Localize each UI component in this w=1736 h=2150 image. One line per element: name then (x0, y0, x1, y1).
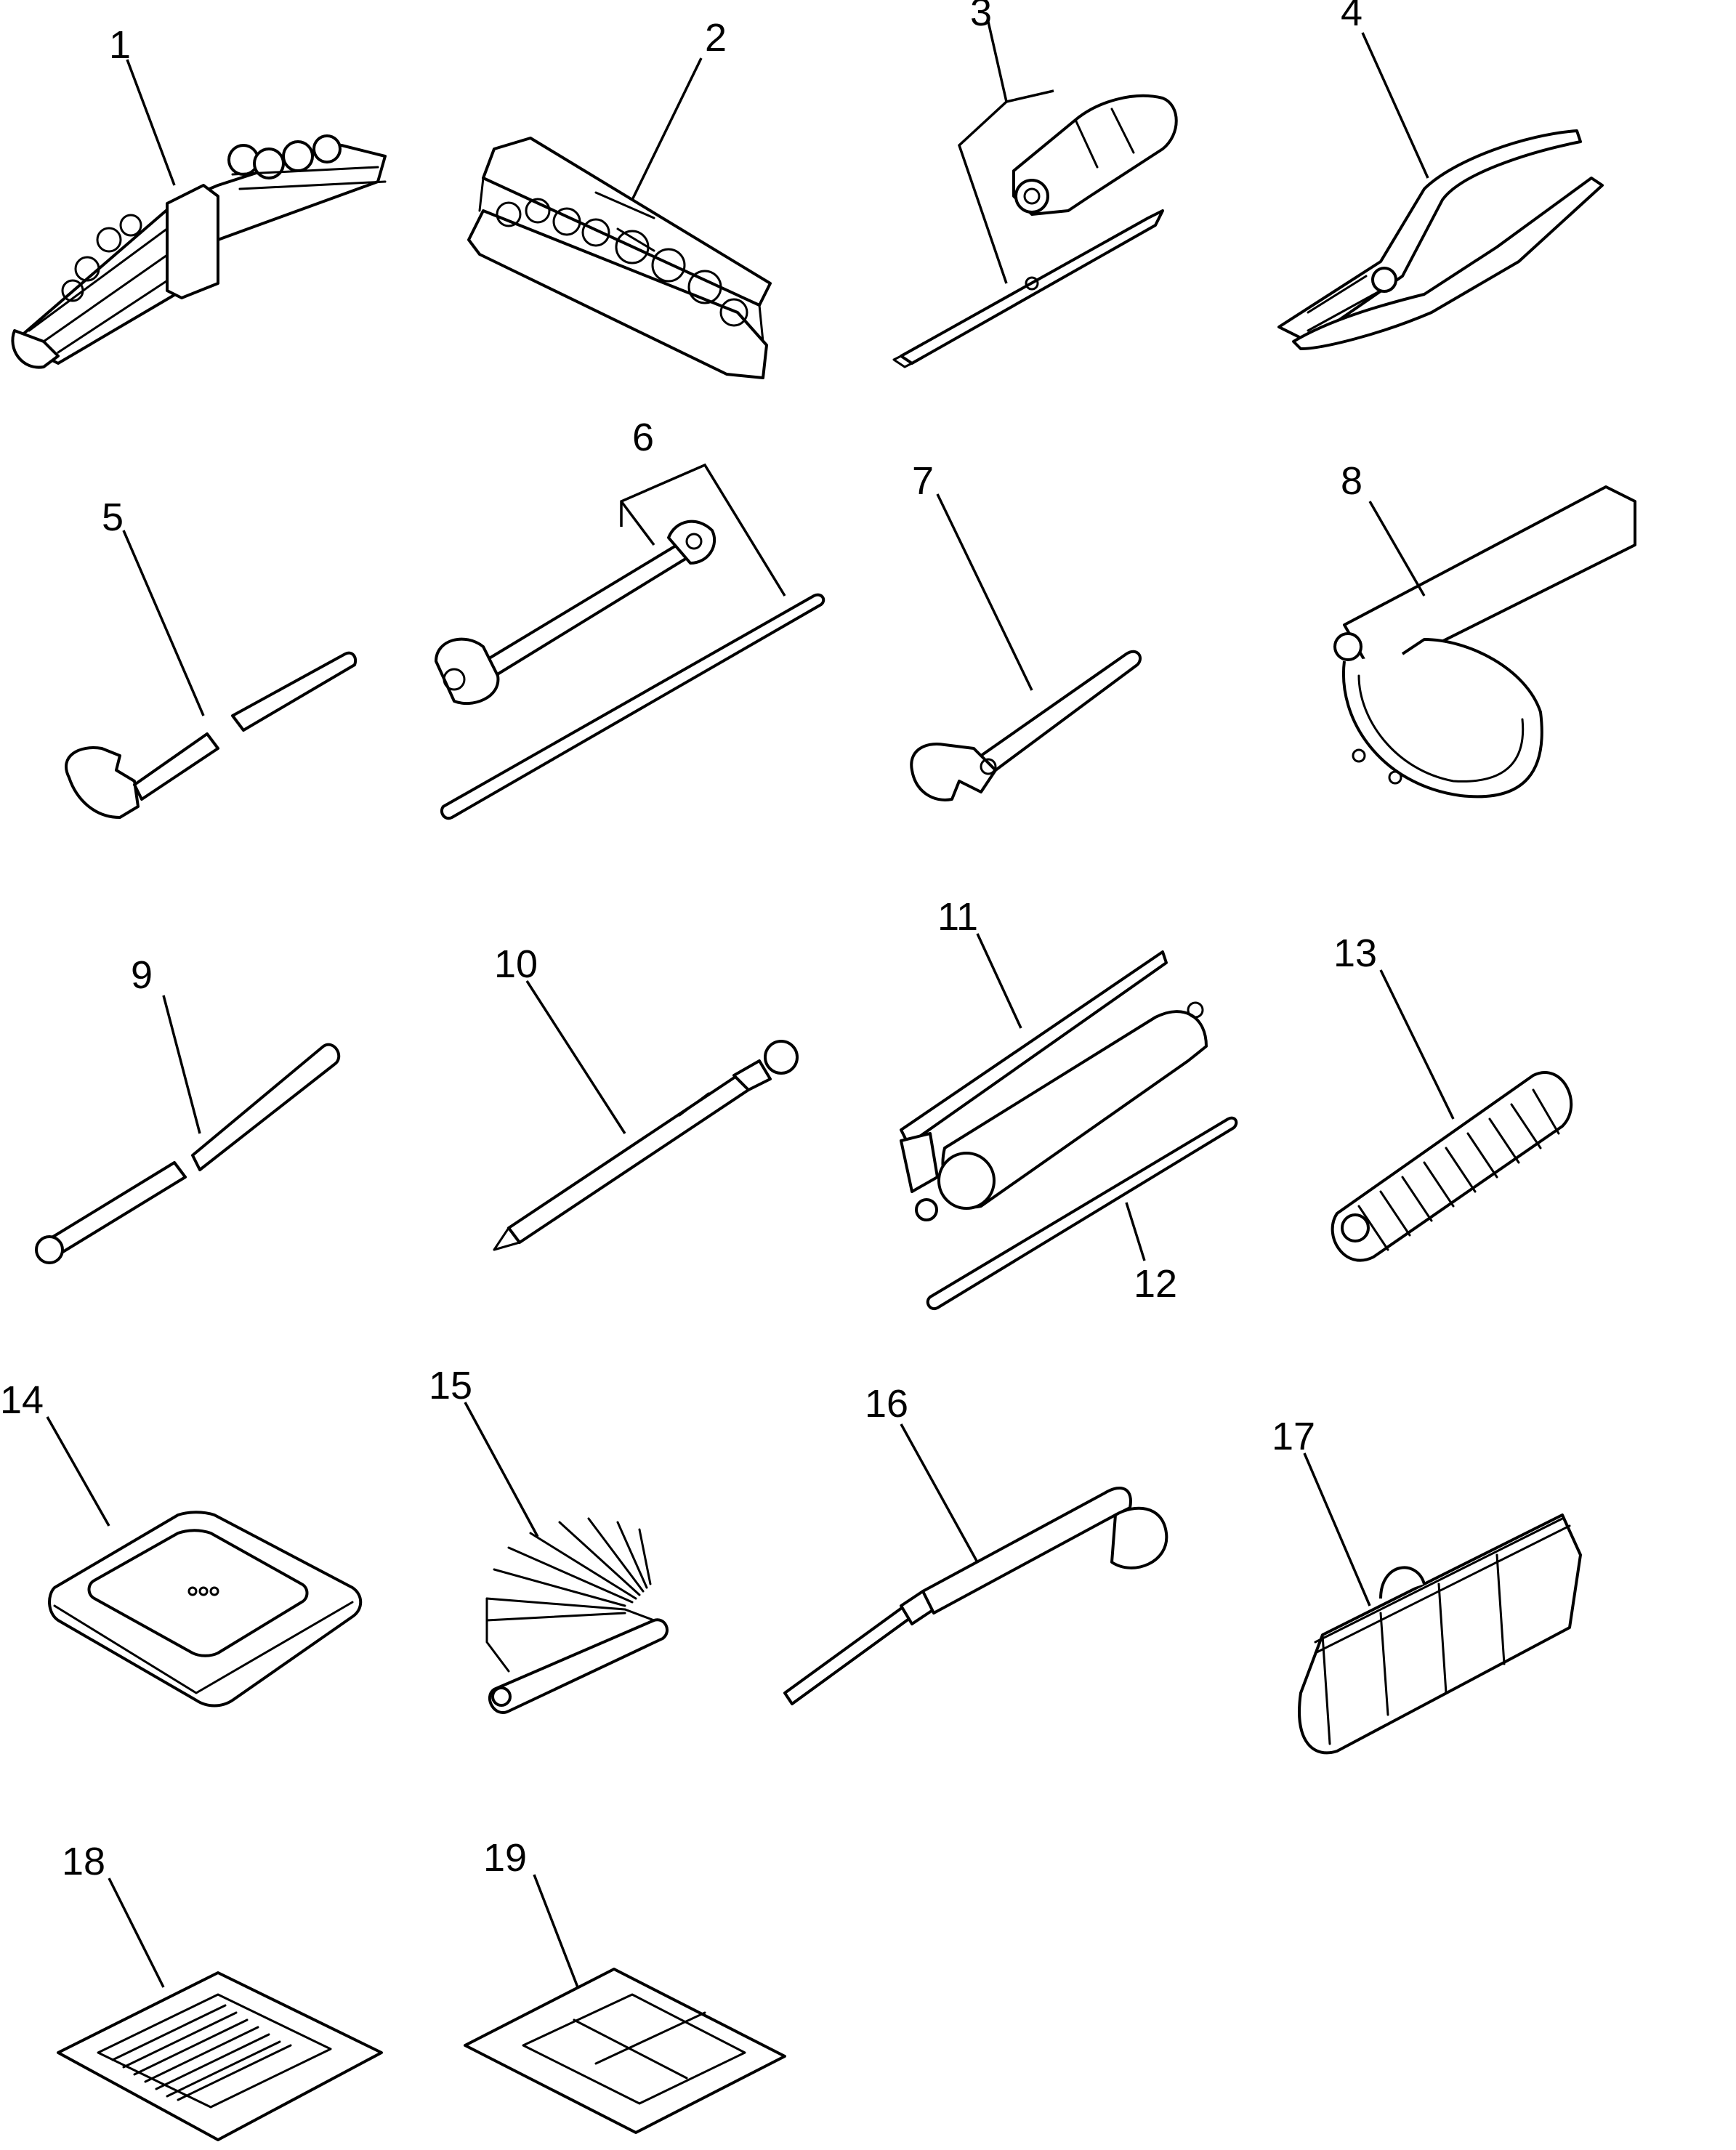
callout-19: 19 (483, 1836, 527, 1880)
ribbed-hose-drawing (1331, 1071, 1573, 1262)
leader-line-3b (1006, 89, 1054, 103)
leader-line-1 (126, 59, 176, 186)
leader-line-10 (525, 980, 626, 1134)
socket-box-drawing (467, 137, 772, 379)
leader-line-18 (108, 1878, 165, 1988)
callout-14: 14 (0, 1378, 44, 1422)
leader-line-13 (1379, 969, 1455, 1120)
feeler-gauge-drawing (485, 1517, 669, 1714)
callout-3: 3 (970, 0, 992, 34)
callout-9: 9 (131, 953, 153, 997)
leader-line-9 (162, 995, 201, 1134)
manual-sheet-drawing (57, 1971, 383, 2141)
leader-line-3 (957, 21, 1008, 284)
leader-line-2 (631, 57, 703, 201)
test-probe-drawing (783, 1486, 1168, 1705)
callout-11: 11 (937, 895, 978, 939)
leader-line-6 (620, 463, 786, 597)
callout-16: 16 (865, 1382, 908, 1426)
callout-17: 17 (1272, 1415, 1315, 1458)
leader-line-16 (900, 1423, 979, 1563)
leader-line-19 (533, 1874, 579, 1988)
leader-line-17 (1303, 1452, 1371, 1607)
grease-gun-drawing (900, 950, 1238, 1311)
adjustable-wrench-drawing (910, 650, 1142, 801)
leader-line-11 (976, 933, 1022, 1029)
tool-roll-drawing (1298, 1514, 1582, 1755)
callout-5: 5 (102, 496, 124, 539)
leader-line-15 (464, 1402, 539, 1537)
callout-1: 1 (109, 23, 131, 67)
screwdriver-drawing (892, 94, 1178, 368)
leader-line-6b (620, 500, 655, 546)
callout-7: 7 (912, 459, 934, 503)
callout-8: 8 (1341, 459, 1362, 503)
leader-line-12 (1125, 1202, 1146, 1261)
leader-line-4 (1361, 32, 1429, 179)
callout-4: 4 (1341, 0, 1362, 34)
filter-wrench-drawing (1333, 485, 1636, 799)
callout-13: 13 (1333, 931, 1377, 975)
callout-12: 12 (1134, 1262, 1177, 1306)
gauge-pen-drawing (493, 1040, 799, 1251)
leader-line-5 (122, 530, 205, 716)
chart-sheet-drawing (464, 1968, 786, 2134)
leader-line-7 (936, 493, 1033, 691)
pliers-drawing (1277, 129, 1604, 350)
open-wrench-drawing (65, 651, 358, 819)
case-drawing (48, 1511, 363, 1708)
callout-10: 10 (494, 942, 538, 986)
leader-line-8 (1368, 501, 1426, 597)
callout-15: 15 (429, 1364, 472, 1407)
callout-18: 18 (62, 1840, 105, 1883)
callout-2: 2 (705, 16, 727, 60)
leader-line-14 (46, 1416, 110, 1527)
callout-6: 6 (632, 416, 654, 459)
box-spanner-drawing (435, 520, 825, 820)
tube-drawing (35, 1043, 341, 1264)
wrench-set-drawing (11, 134, 387, 369)
